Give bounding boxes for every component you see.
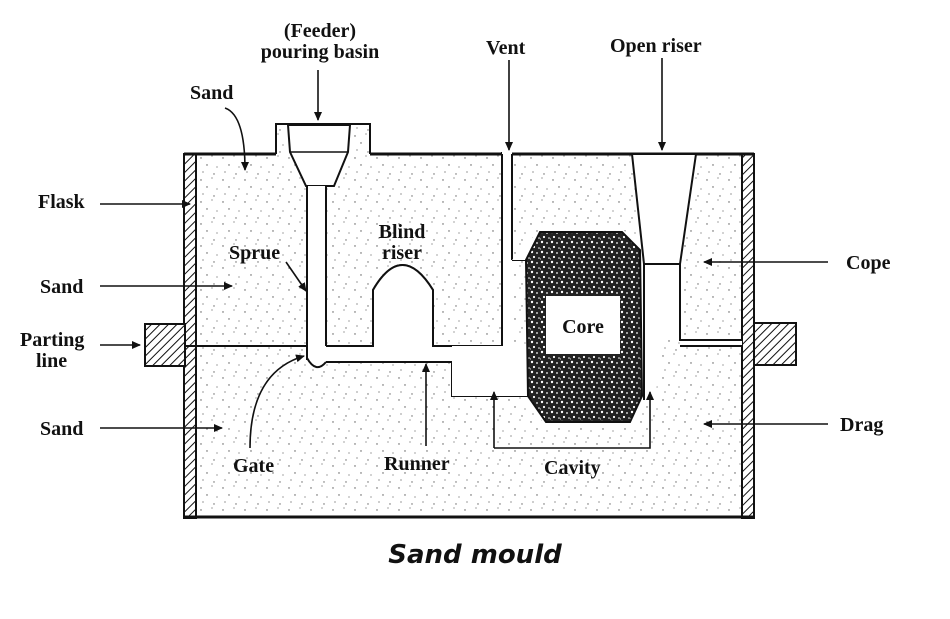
label-sprue: Sprue [229,242,281,264]
label-open-riser: Open riser [610,35,702,57]
label-sand-bottom: Sand [40,418,84,440]
label-cope: Cope [846,252,891,274]
label-parting-2: line [36,350,68,372]
label-vent: Vent [486,37,526,59]
label-blind-riser-1: Blind [378,221,426,243]
label-sand-top: Sand [190,82,234,104]
label-drag: Drag [840,414,884,436]
core-label-box [546,296,620,354]
label-cavity: Cavity [544,457,601,479]
label-gate: Gate [233,455,275,477]
label-runner: Runner [384,453,450,475]
label-pouring-basin: pouring basin [260,41,380,63]
label-parting-1: Parting [20,329,85,351]
pouring-basin [275,123,371,187]
sprue [306,186,327,369]
label-feeder: (Feeder) [283,20,357,42]
label-sand-mid: Sand [40,276,84,298]
figure-caption: Sand mould [388,540,562,570]
label-flask: Flask [38,191,85,213]
flask-handle-right [753,322,797,366]
flask-handle-left [144,323,186,367]
label-blind-riser-2: riser [382,242,422,264]
leader-arrows [100,58,828,449]
open-riser [630,153,742,400]
label-core: Core [562,316,604,338]
flask-right-wall [741,153,755,519]
